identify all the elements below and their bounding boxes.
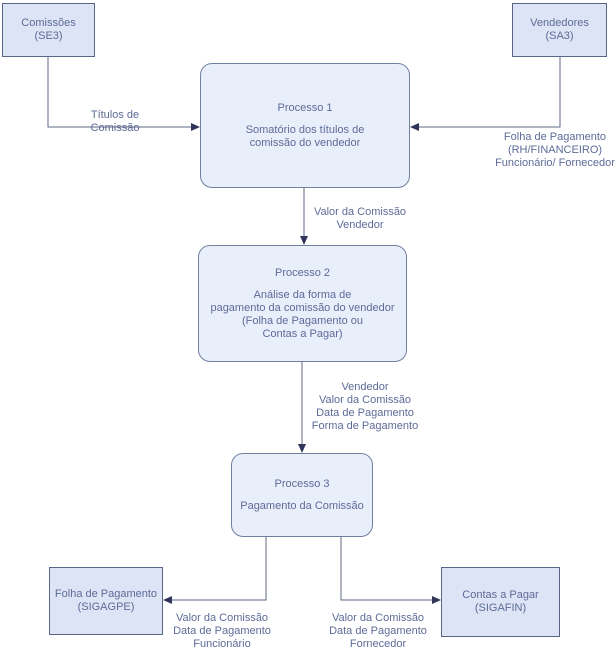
node-processo2: Processo 2 Análise da forma de pagamento…: [198, 245, 407, 362]
edge-label-valor-funcionario: Valor da Comissão Data de Pagamento Func…: [173, 612, 271, 650]
arrowhead-into-processo1-right: [410, 123, 419, 131]
edge-vendedores-processo1: [418, 57, 561, 128]
arrowhead-into-processo2: [300, 236, 308, 245]
node-contas-pagar: Contas a Pagar (SIGAFIN): [441, 567, 560, 637]
node-processo1-title: Processo 1: [277, 101, 333, 114]
node-processo1: Processo 1 Somatório dos títulos de comi…: [200, 63, 410, 188]
node-folha-pagamento-label: Folha de Pagamento (SIGAGPE): [54, 588, 158, 613]
edge-processo3-contas: [340, 537, 433, 601]
arrowhead-into-processo1-left: [191, 123, 200, 131]
edge-processo3-folha: [171, 537, 267, 601]
node-folha-pagamento: Folha de Pagamento (SIGAGPE): [49, 567, 163, 635]
node-processo2-body: Análise da forma de pagamento da comissã…: [210, 288, 395, 340]
node-vendedores: Vendedores (SA3): [512, 3, 607, 57]
node-processo1-body: Somatório dos títulos de comissão do ven…: [245, 123, 365, 149]
arrowhead-into-processo3: [298, 444, 306, 453]
arrowhead-into-folha: [163, 596, 172, 604]
edge-label-detalhes-pagamento: Vendedor Valor da Comissão Data de Pagam…: [311, 381, 419, 432]
arrowhead-into-contas: [432, 596, 441, 604]
node-processo3: Processo 3 Pagamento da Comissão: [231, 453, 373, 537]
node-comissoes: Comissões (SE3): [2, 3, 95, 57]
node-processo3-body: Pagamento da Comissão: [240, 499, 364, 512]
node-processo2-title: Processo 2: [274, 266, 331, 279]
edge-label-valor-fornecedor: Valor da Comissão Data de Pagamento Forn…: [329, 612, 427, 650]
node-vendedores-label: Vendedores (SA3): [530, 17, 589, 42]
node-processo3-title: Processo 3: [274, 477, 330, 490]
node-comissoes-label: Comissões (SE3): [21, 17, 76, 42]
node-contas-pagar-label: Contas a Pagar (SIGAFIN): [462, 589, 539, 614]
edge-comissoes-processo1: [47, 57, 192, 128]
edge-label-titulos-comissao: Títulos de Comissão: [90, 109, 140, 134]
edge-label-folha-rh: Folha de Pagamento (RH/FINANCEIRO) Funci…: [495, 131, 615, 169]
edge-label-valor-comissao-vendedor: Valor da Comissão Vendedor: [313, 206, 407, 231]
